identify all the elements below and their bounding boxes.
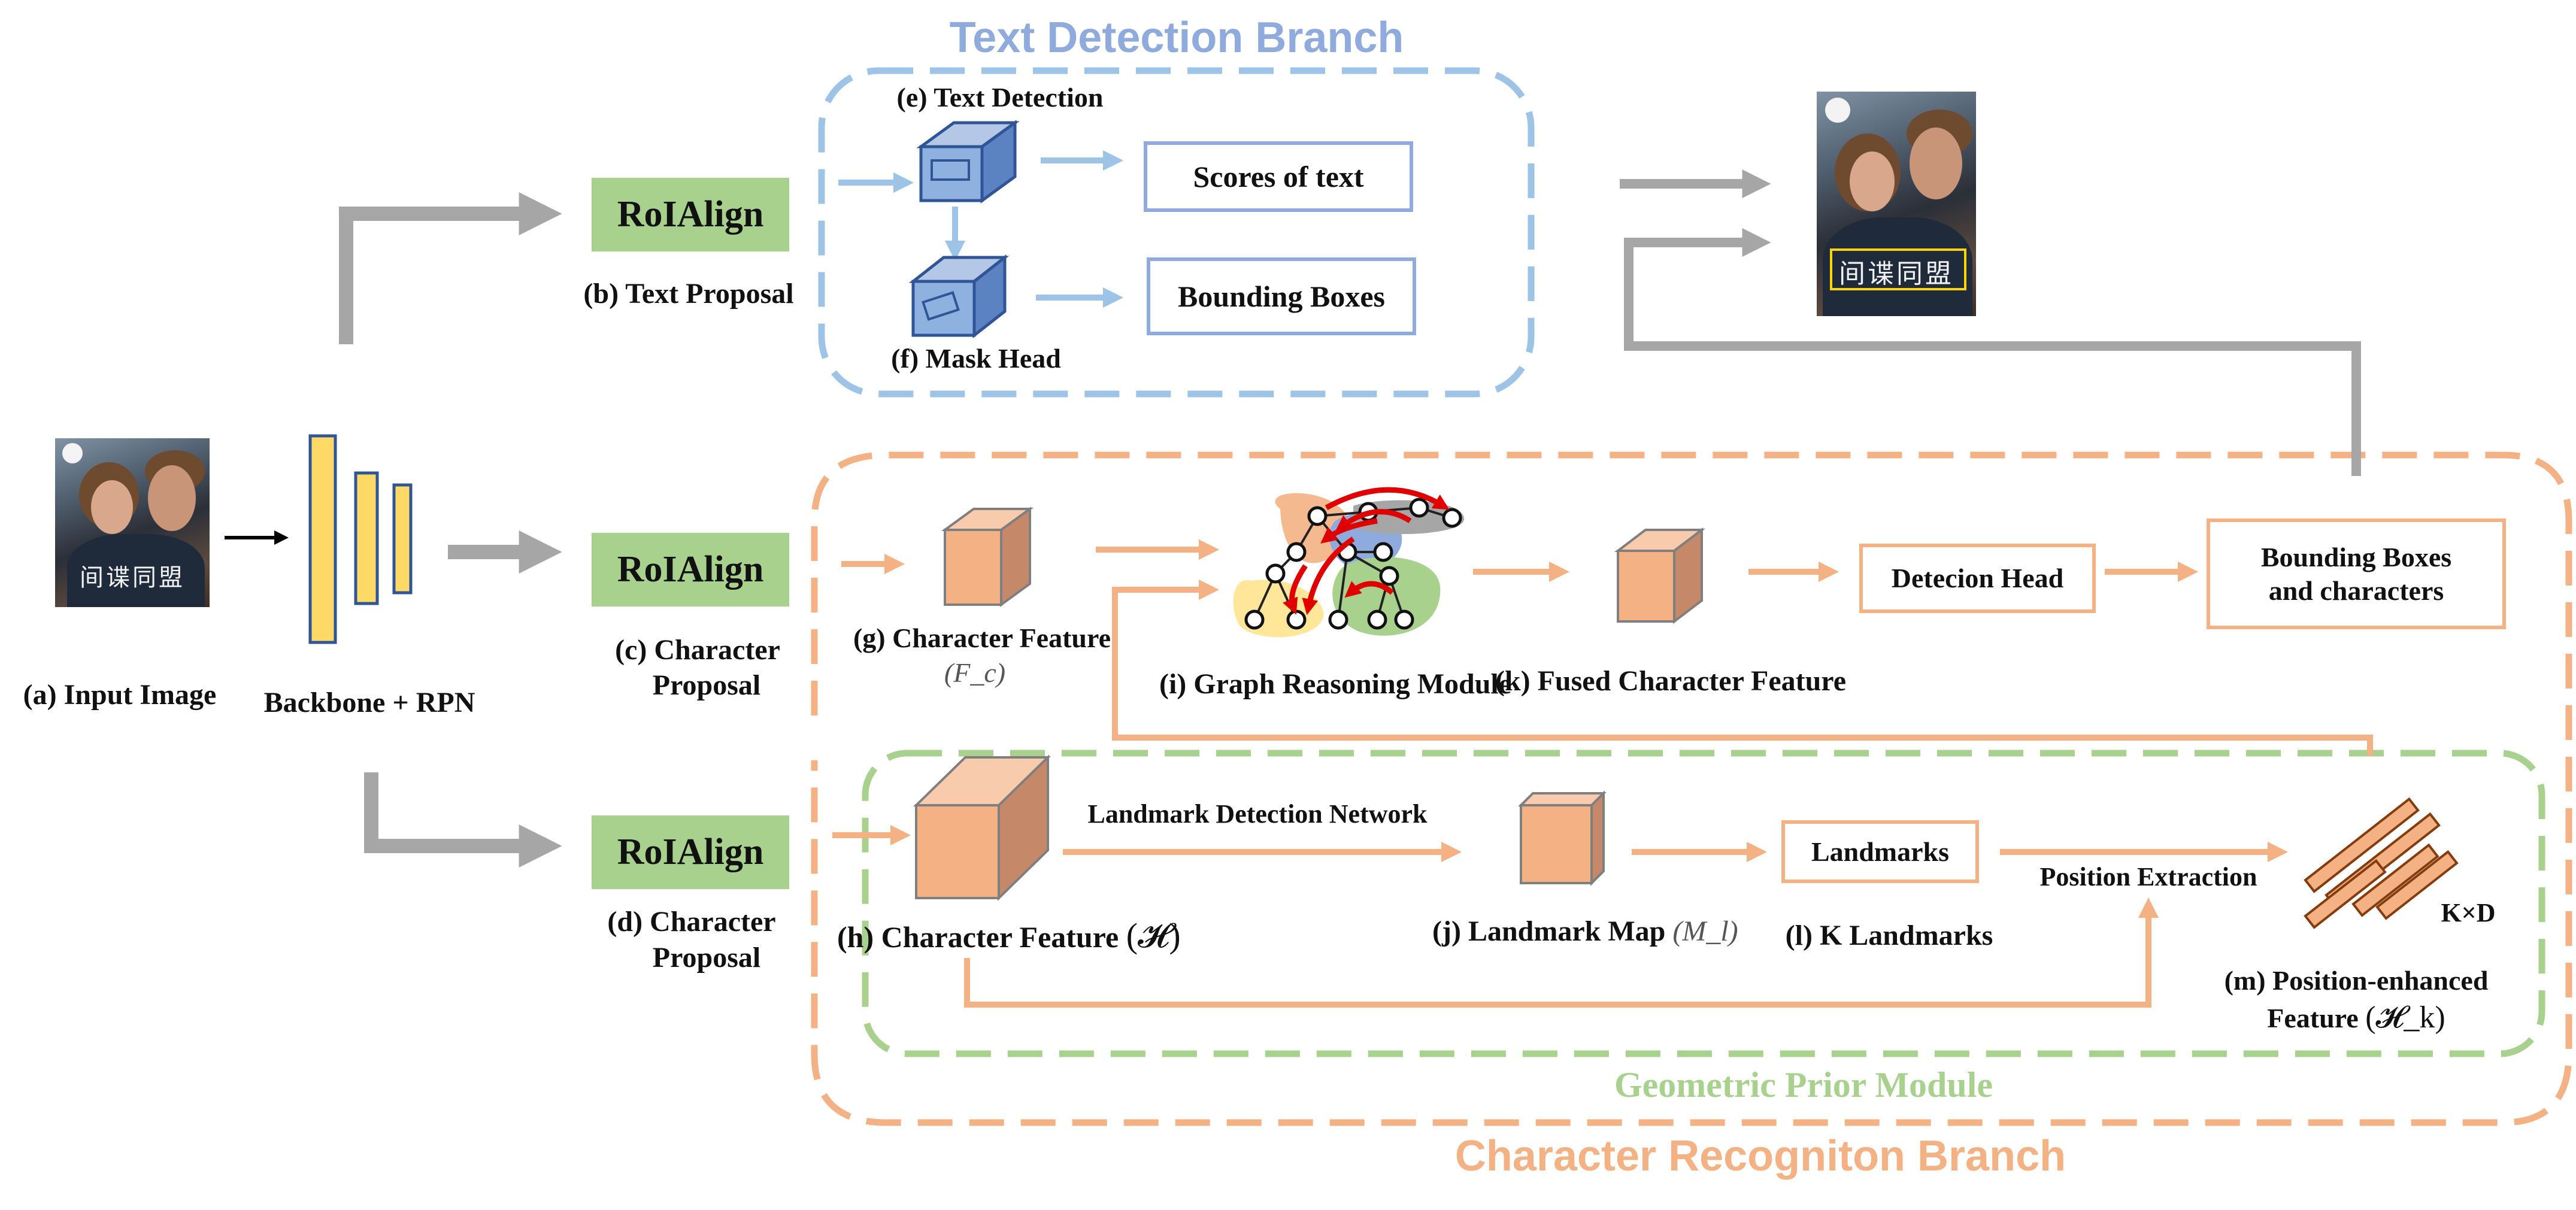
geometric-prior-module-frame: [862, 750, 2545, 1057]
backbone-to-roialign-top-arrow: [339, 192, 562, 344]
character-feature-g-symbol: (F_c): [944, 657, 1006, 688]
landmarks-box: Landmarks: [1781, 820, 1979, 883]
bounding-boxes-and-characters-box: Bounding Boxes and characters: [2207, 518, 2506, 629]
text-detection-branch-title: Text Detection Branch: [949, 14, 1404, 62]
h-skip-to-position-extraction-arrow: [964, 897, 2159, 1008]
landmark-map-label: (j) Landmark Map (M_l): [1432, 915, 1738, 948]
position-enhanced-feature-text: Feature: [2267, 1003, 2359, 1033]
output-box-line1: Bounding Boxes: [2260, 542, 2452, 573]
k-landmarks-label: (l) K Landmarks: [1785, 920, 1993, 951]
text-proposal-label: (b) Text Proposal: [583, 278, 794, 310]
input-image-label: (a) Input Image: [23, 679, 217, 711]
input-image-caption: 间谍同盟: [80, 564, 185, 592]
text-detection-cube: [916, 120, 1020, 204]
text-detection-branch-frame: [818, 67, 1535, 398]
character-proposal-d-label-1: (d) Character: [607, 906, 776, 938]
backbone-bar-1: [308, 434, 337, 644]
fused-character-feature-cube: [1614, 527, 1705, 624]
landmark-detection-network-label: Landmark Detection Network: [1087, 799, 1428, 829]
character-feature-h-symbol: (𝓗): [1126, 916, 1181, 955]
character-recognition-branch-title: Character Recogniton Branch: [1454, 1132, 2066, 1180]
graph-reasoning-module: [1233, 487, 1465, 638]
graph-reasoning-module-label: (i) Graph Reasoning Module: [1159, 668, 1512, 700]
mask-head-cube: [908, 254, 1010, 339]
character-feature-h-cube: [913, 754, 1051, 901]
position-enhanced-feature-symbol: (𝓗_k): [2365, 1000, 2445, 1035]
character-proposal-c-label-2: Proposal: [652, 669, 761, 701]
backbone-bar-2: [354, 471, 379, 605]
detection-head-box: Detecion Head: [1859, 544, 2096, 613]
input-image: 间谍同盟: [55, 438, 210, 607]
output-image: 间谍同盟: [1817, 92, 1976, 316]
position-extraction-label: Position Extraction: [2039, 862, 2257, 891]
output-detection-box: [1830, 248, 1966, 290]
fused-character-feature-label: (k) Fused Character Feature: [1495, 665, 1847, 697]
scores-of-text-box: Scores of text: [1144, 141, 1413, 212]
character-proposal-d-label-2: Proposal: [652, 942, 761, 974]
backbone-bar-3: [392, 483, 413, 595]
character-feature-h-label: (h) Character Feature (𝓗): [837, 916, 1181, 956]
character-feature-g-label: (g) Character Feature: [853, 623, 1111, 653]
character-feature-g-cube: [941, 507, 1034, 607]
position-enhanced-feature-bars: [2304, 797, 2459, 929]
roialign-text-proposal: RoIAlign: [592, 178, 789, 251]
geometric-prior-module-title: Geometric Prior Module: [1614, 1065, 1993, 1105]
character-feature-h-text: (h) Character Feature: [837, 920, 1119, 954]
text-detection-label: (e) Text Detection: [896, 82, 1104, 113]
character-proposal-c-label-1: (c) Character: [615, 634, 780, 666]
position-enhanced-feature-label-2: Feature (𝓗_k): [2267, 1000, 2445, 1036]
character-recognition-branch-frame: [811, 451, 2572, 1126]
bounding-boxes-box: Bounding Boxes: [1147, 257, 1416, 335]
landmark-map-symbol: (M_l): [1672, 915, 1738, 947]
kxd-label: K×D: [2441, 898, 2496, 927]
roialign-character-proposal-c: RoIAlign: [592, 533, 789, 606]
char-branch-to-output-arrow: [1624, 228, 2361, 476]
position-enhanced-feature-label-1: (m) Position-enhanced: [2224, 965, 2489, 996]
landmark-map-cube: [1518, 790, 1607, 886]
backbone-to-roialign-bottom-arrow: [364, 772, 562, 868]
landmark-map-text: (j) Landmark Map: [1432, 915, 1666, 947]
backbone-label: Backbone + RPN: [263, 687, 475, 718]
roialign-character-proposal-d: RoIAlign: [592, 815, 789, 889]
output-image-caption: 间谍同盟: [1839, 259, 1954, 289]
mask-head-label: (f) Mask Head: [891, 343, 1061, 374]
position-feature-to-graph-arrow: [1112, 579, 2373, 756]
output-box-line2: and characters: [2268, 575, 2444, 606]
